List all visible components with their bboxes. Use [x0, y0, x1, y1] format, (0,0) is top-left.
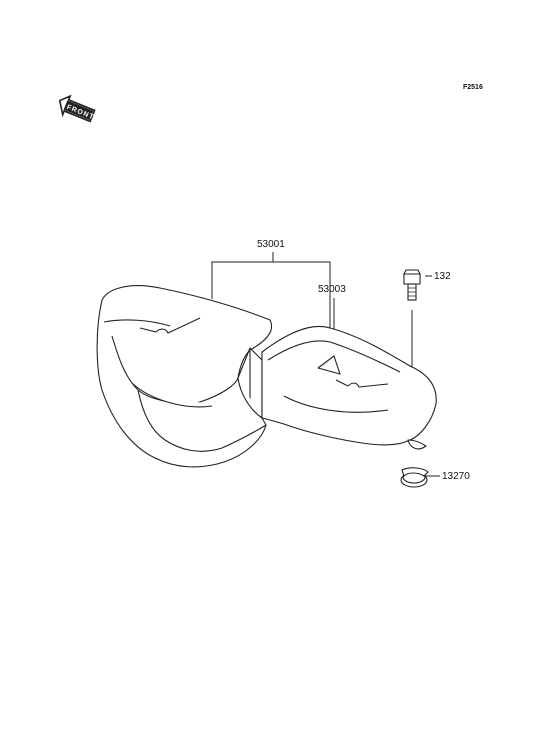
rider-seat-top-crease [103, 319, 171, 327]
figure-reference: F2516 [463, 84, 483, 91]
leader-53001 [211, 261, 331, 345]
seat-cover-tab [317, 355, 341, 375]
rider-seat-piping [131, 382, 213, 408]
part-label-13270: 13270 [442, 471, 470, 482]
bolt-drawing [403, 269, 421, 301]
rider-seat-outline [96, 285, 273, 468]
plate-drawing [400, 467, 429, 488]
part-label-132: 132 [434, 271, 451, 282]
rider-seat-button [139, 317, 201, 334]
seat-assembly-drawing [96, 285, 437, 468]
part-label-53003: 53003 [318, 284, 346, 295]
front-direction-badge: FRONT [58, 94, 96, 123]
passenger-seat-button [335, 379, 389, 388]
passenger-seat-piping [283, 395, 389, 413]
part-label-53001: 53001 [257, 239, 285, 250]
passenger-mount-tab [407, 439, 427, 450]
rider-seat-side-edge [111, 335, 139, 391]
